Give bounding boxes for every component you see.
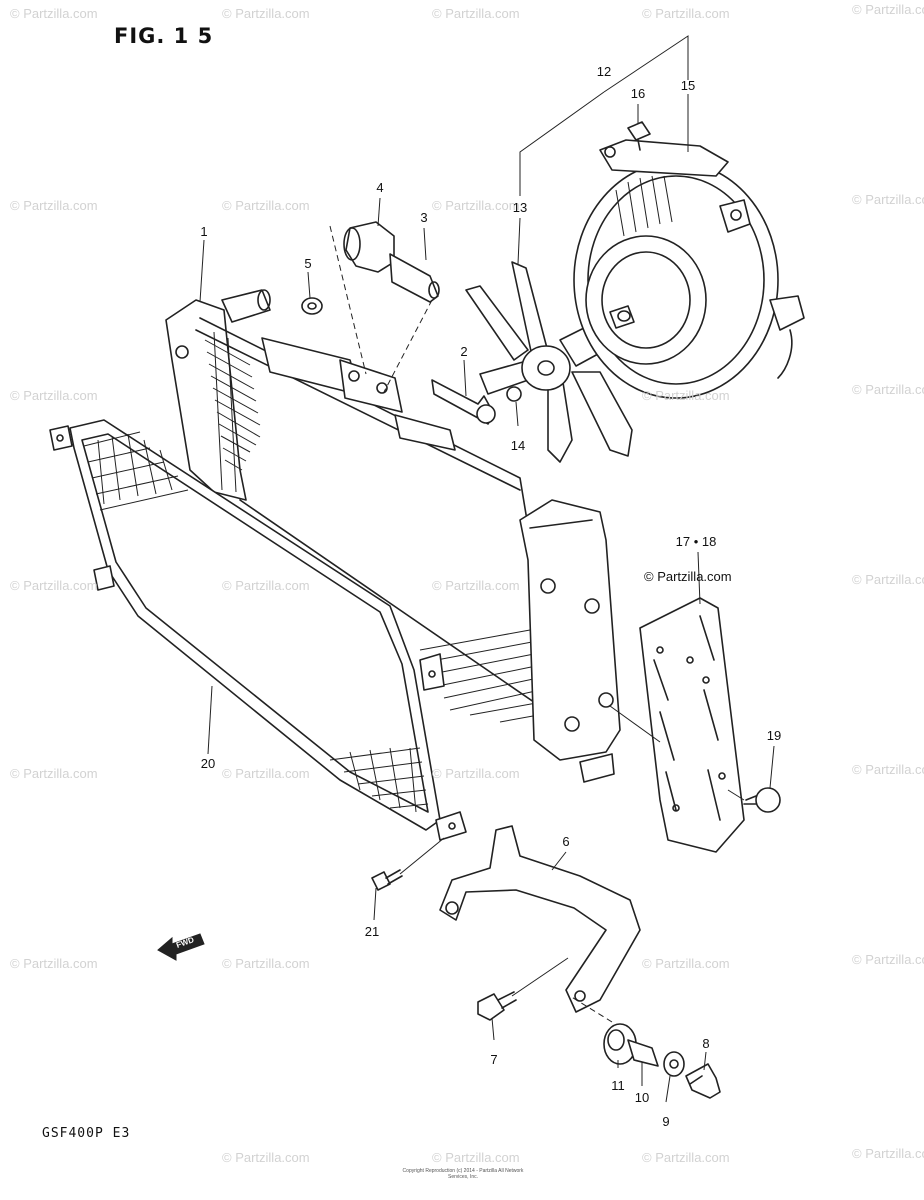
copyright-text: © Partzilla.com (644, 569, 732, 584)
model-code: GSF400P E3 (42, 1126, 131, 1141)
callout-15: 15 (680, 78, 696, 93)
callout-4: 4 (376, 180, 384, 195)
watermark: © Partzilla.com (852, 572, 924, 587)
watermark: © Partzilla.com (222, 578, 310, 593)
watermark: © Partzilla.com (432, 766, 520, 781)
watermark: © Partzilla.com (432, 198, 520, 213)
watermark: © Partzilla.com (222, 1150, 310, 1165)
callout-16: 16 (630, 86, 646, 101)
watermark: © Partzilla.com (10, 956, 98, 971)
watermark: © Partzilla.com (852, 2, 924, 17)
watermark: © Partzilla.com (852, 1146, 924, 1161)
screw-21 (371, 837, 445, 891)
callout-8: 8 (702, 1036, 710, 1051)
leader-lines (199, 94, 775, 1103)
watermark: © Partzilla.com (222, 198, 310, 213)
callout-20: 20 (200, 756, 216, 771)
fine-print: Copyright Reproduction (c) 2014 - Partzi… (402, 1168, 524, 1180)
watermark: © Partzilla.com (222, 766, 310, 781)
radiator (165, 289, 621, 783)
watermark: © Partzilla.com (432, 6, 520, 21)
callout-2: 2 (460, 344, 468, 359)
callout-9: 9 (662, 1114, 670, 1129)
watermark: © Partzilla.com (10, 198, 98, 213)
side-plate (639, 597, 745, 853)
watermark: © Partzilla.com (10, 578, 98, 593)
callout-21: 21 (364, 924, 380, 939)
forward-arrow-icon (157, 933, 205, 961)
callout-1: 1 (200, 224, 208, 239)
watermark: © Partzilla.com (852, 192, 924, 207)
watermark: © Partzilla.com (642, 1150, 730, 1165)
callout-3: 3 (420, 210, 428, 225)
collar-3 (389, 253, 440, 303)
watermark: © Partzilla.com (642, 388, 730, 403)
callout-11: 11 (611, 1078, 625, 1093)
bolt-8 (685, 1063, 721, 1099)
washer-9 (663, 1051, 685, 1077)
callout-19: 19 (766, 728, 782, 743)
watermark: © Partzilla.com (10, 766, 98, 781)
bolt-2 (431, 379, 496, 425)
screw-19 (727, 787, 781, 813)
watermark: © Partzilla.com (10, 6, 98, 21)
watermark: © Partzilla.com (222, 956, 310, 971)
screw-16 (627, 121, 651, 151)
watermark: © Partzilla.com (432, 578, 520, 593)
callout-12: 12 (596, 64, 612, 79)
cushion-4 (343, 221, 395, 273)
watermark: © Partzilla.com (852, 762, 924, 777)
callout-13: 13 (512, 200, 528, 215)
nut-14 (506, 386, 522, 402)
watermark: © Partzilla.com (432, 1150, 520, 1165)
watermark: © Partzilla.com (642, 6, 730, 21)
watermark: © Partzilla.com (10, 388, 98, 403)
callout-14: 14 (510, 438, 526, 453)
callout-17-18: 17 • 18 (675, 534, 717, 549)
callout-10: 10 (634, 1090, 650, 1105)
collar-10 (627, 1039, 659, 1067)
watermark: © Partzilla.com (642, 956, 730, 971)
callout-6: 6 (562, 834, 570, 849)
figure-title: FIG. 1 5 (114, 24, 214, 48)
fan-motor (585, 235, 707, 365)
watermark: © Partzilla.com (852, 382, 924, 397)
lower-bracket (439, 825, 641, 1013)
washer-5 (301, 297, 323, 315)
watermark: © Partzilla.com (222, 6, 310, 21)
radiator-guard (49, 419, 467, 841)
bolt-7 (477, 991, 517, 1021)
callout-7: 7 (490, 1052, 498, 1067)
callout-5: 5 (304, 256, 312, 271)
watermark: © Partzilla.com (852, 952, 924, 967)
